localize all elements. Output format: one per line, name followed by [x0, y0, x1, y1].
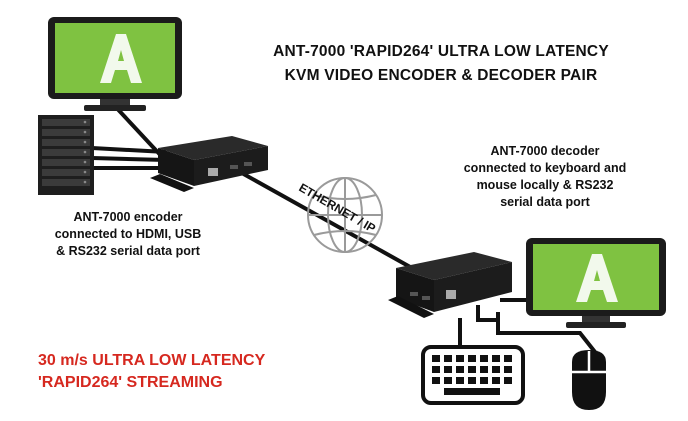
encoder-device	[150, 136, 268, 192]
decoder-caption-line-2: connected to keyboard and	[463, 161, 627, 175]
decoder-device	[388, 252, 512, 318]
cable-decoder-monitor-2	[476, 305, 500, 322]
encoder-caption: ANT-7000 encoder connected to HDMI, USB …	[28, 209, 228, 260]
decoder-caption: ANT-7000 decoder connected to keyboard a…	[440, 143, 650, 211]
globe-icon	[307, 177, 383, 253]
monitor-icon	[48, 17, 182, 111]
encoder-caption-line-3: & RS232 serial data port	[56, 244, 200, 258]
streaming-line-2: 'RAPID264' STREAMING	[38, 374, 223, 391]
encoder-caption-line-1: ANT-7000 encoder	[73, 210, 183, 224]
streaming-line-1: 30 m/s ULTRA LOW LATENCY	[38, 352, 266, 369]
cables	[91, 101, 597, 354]
decoder-caption-line-4: serial data port	[500, 195, 590, 209]
server-icon	[38, 115, 94, 195]
mouse-icon	[572, 350, 606, 410]
cable-server-encoder-2	[91, 156, 167, 162]
title-line-2: KVM VIDEO ENCODER & DECODER PAIR	[284, 67, 598, 84]
cable-server-encoder-1	[91, 146, 167, 154]
page-title: ANT-7000 'RAPID264' ULTRA LOW LATENCY KV…	[238, 40, 644, 88]
decoder-caption-line-1: ANT-7000 decoder	[490, 144, 600, 158]
title-line-1: ANT-7000 'RAPID264' ULTRA LOW LATENCY	[273, 43, 609, 60]
encoder-caption-line-2: connected to HDMI, USB	[54, 227, 202, 241]
monitor-icon	[526, 238, 666, 328]
cable-decoder-mouse	[496, 312, 597, 354]
streaming-text: 30 m/s ULTRA LOW LATENCY 'RAPID264' STRE…	[38, 350, 368, 394]
decoder-caption-line-3: mouse locally & RS232	[476, 178, 614, 192]
ethernet-cable	[239, 170, 413, 270]
keyboard-icon	[421, 345, 525, 405]
